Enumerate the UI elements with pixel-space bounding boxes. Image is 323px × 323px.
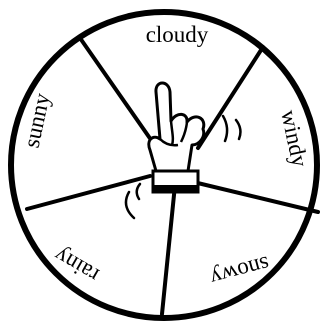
segment-label-cloudy: cloudy bbox=[146, 22, 209, 47]
hand-cuff-band bbox=[153, 185, 198, 192]
